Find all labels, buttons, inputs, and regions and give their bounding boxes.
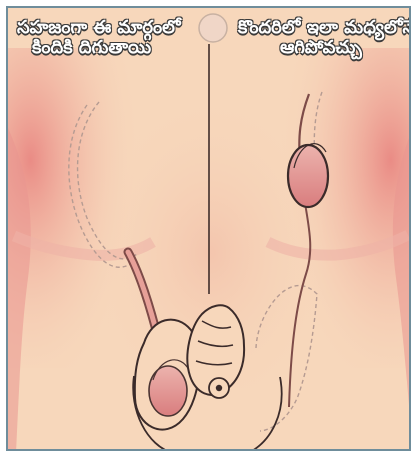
left-caption: సహజంగా ఈ మార్గంలో కిందికి దిగుతాయి — [17, 18, 212, 58]
urethral-opening — [216, 385, 222, 391]
anatomy-diagram — [8, 8, 411, 451]
right-undescended-testis — [288, 145, 328, 207]
diagram-frame: సహజంగా ఈ మార్గంలో కిందికి దిగుతాయి కొందర… — [6, 6, 411, 451]
right-caption: కొందరిలో ఇలా మధ్యలోనే ఆగిపోవచ్చు — [238, 18, 411, 58]
right-caption-line-2: ఆగిపోవచ్చు — [280, 38, 411, 58]
left-testis — [149, 366, 187, 416]
left-caption-line-1: సహజంగా ఈ మార్గంలో — [17, 17, 181, 38]
left-caption-line-2: కిందికి దిగుతాయి — [32, 38, 212, 58]
right-caption-line-1: కొందరిలో ఇలా మధ్యలోనే — [238, 17, 411, 38]
